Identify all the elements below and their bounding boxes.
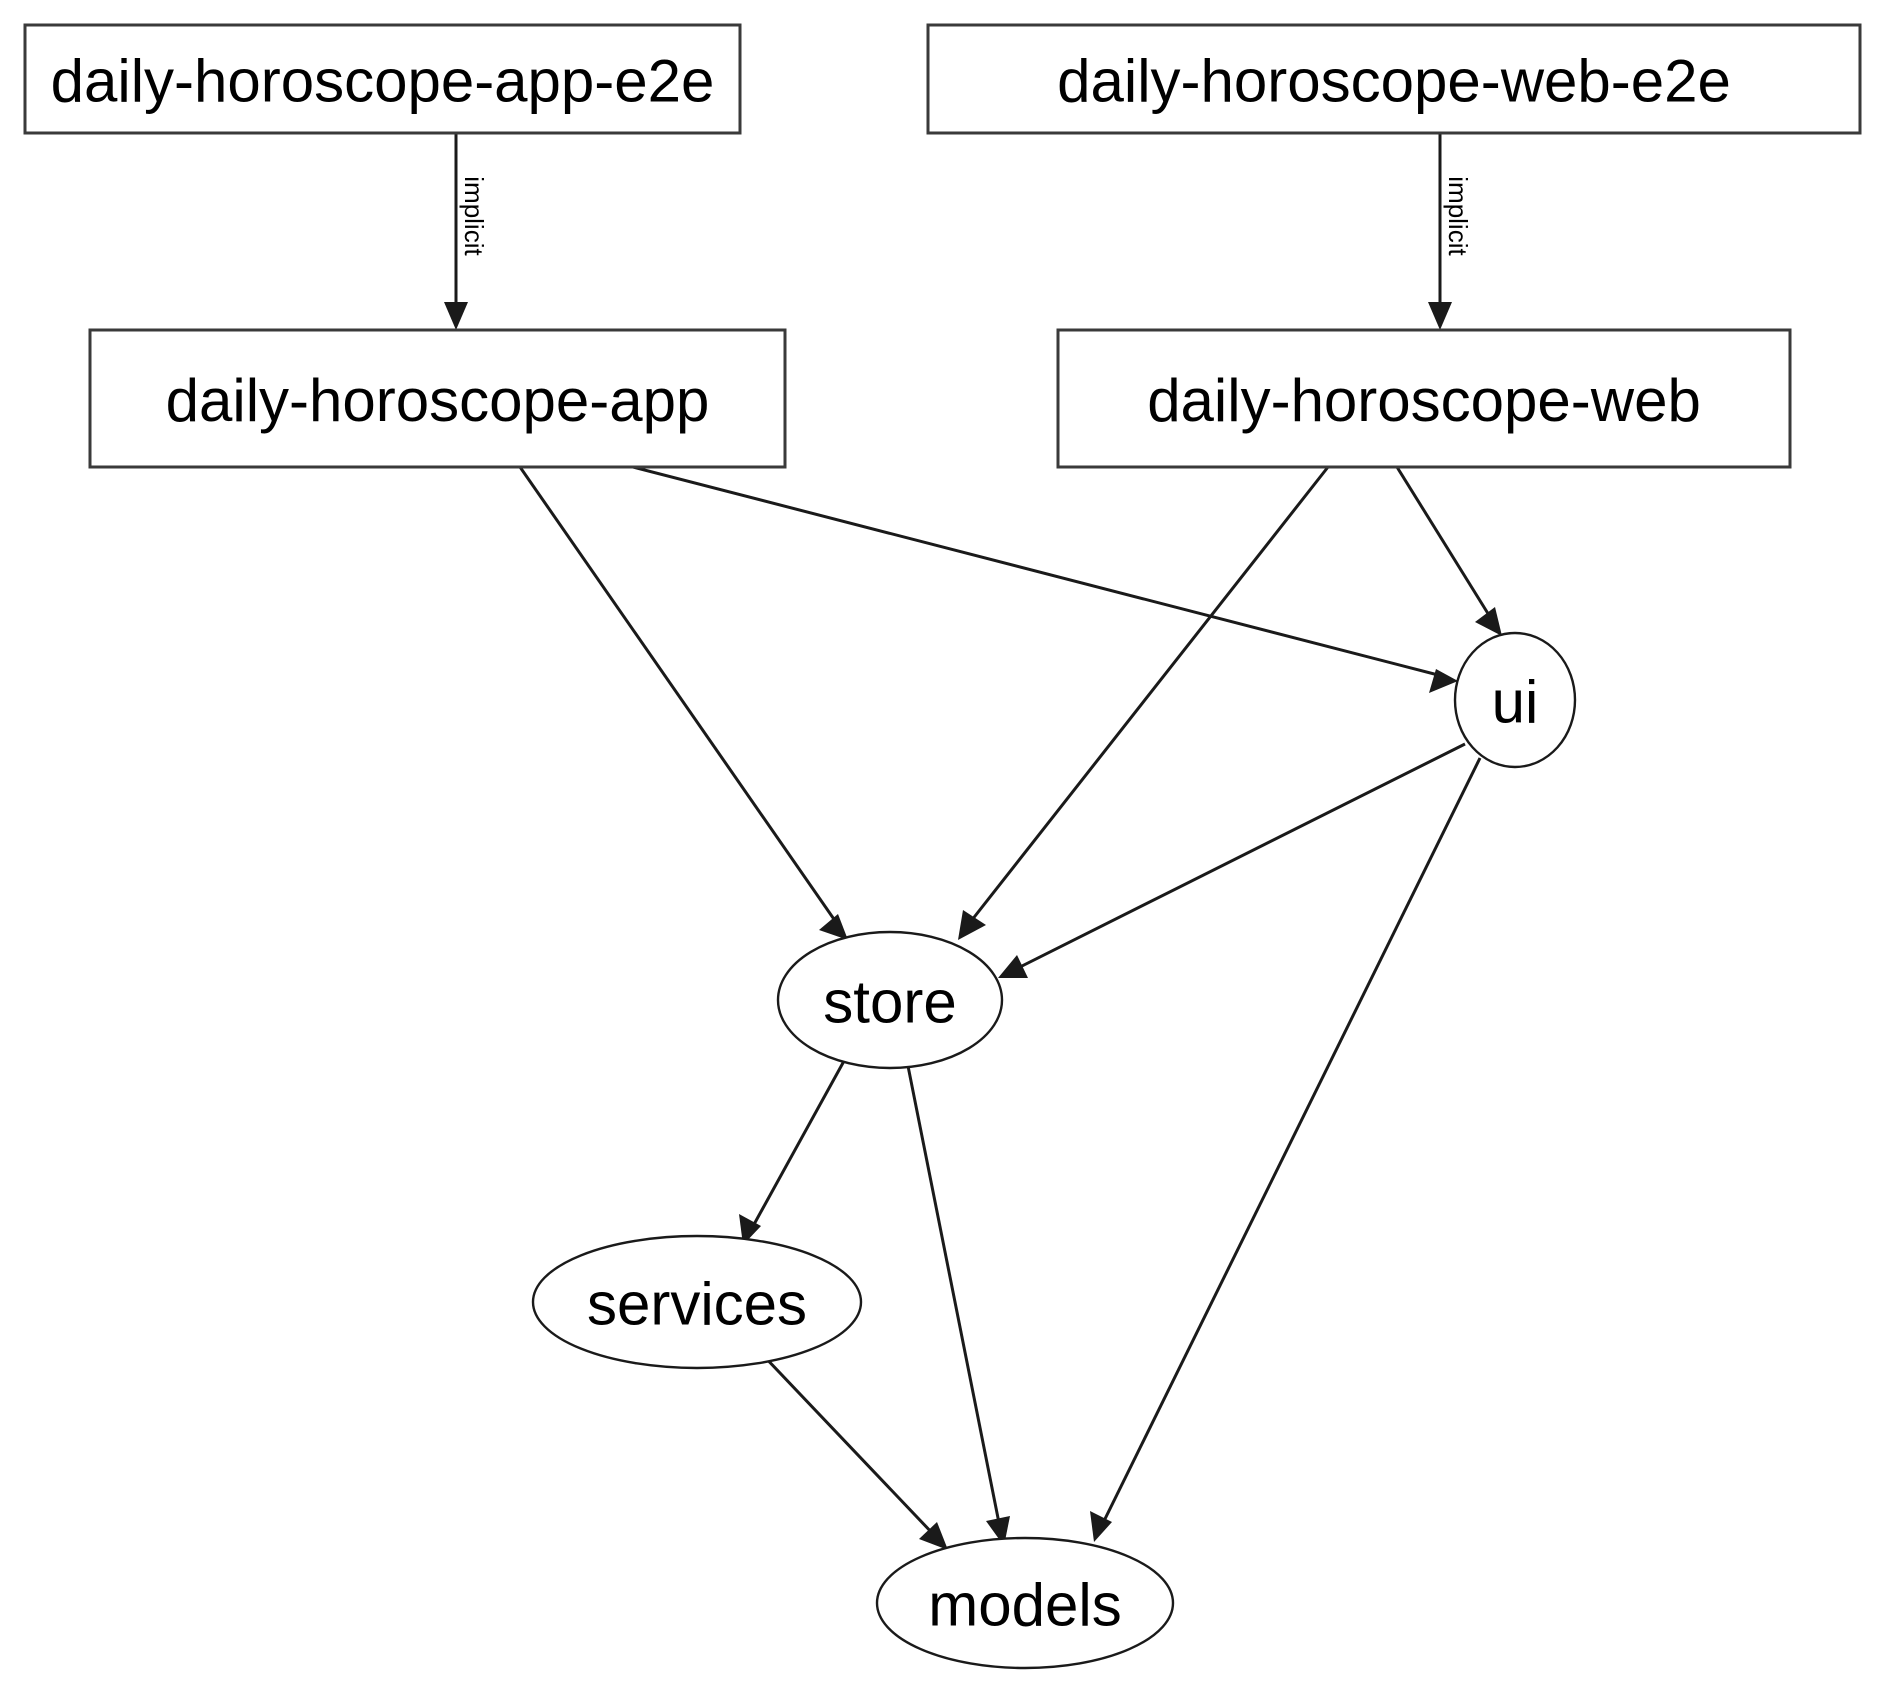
node-rect[interactable] [23,23,742,135]
arrowhead-icon [998,955,1028,978]
arrowhead-icon [1090,1511,1112,1542]
node-rect[interactable] [88,328,787,469]
edge-daily-horoscope-web-to-store [958,466,1330,940]
edge-label: implicit [1443,176,1473,256]
node-ellipse[interactable] [776,930,1004,1070]
edges-layer: implicit implicit [444,133,1502,1550]
node-label: store [823,969,956,1036]
node-models[interactable]: models [875,1536,1175,1670]
arrowhead-icon [1428,302,1452,330]
node-label: daily-horoscope-web-e2e [1057,48,1731,115]
nodes-layer: daily-horoscope-app-e2e daily-horoscope-w… [23,23,1862,1670]
node-label: daily-horoscope-app-e2e [51,48,715,115]
arrowhead-icon [739,1214,761,1245]
edge-daily-horoscope-web-e2e-to-daily-horoscope-web: implicit [1428,133,1473,330]
edge-line [750,1060,846,1229]
edge-daily-horoscope-app-to-store [518,466,848,940]
edge-line [518,466,840,926]
node-label: daily-horoscope-web [1147,367,1701,434]
node-daily-horoscope-web-e2e[interactable]: daily-horoscope-web-e2e [926,23,1862,135]
edge-store-to-models [906,1065,1010,1546]
node-rect[interactable] [1056,328,1792,469]
node-ellipse[interactable] [875,1536,1175,1670]
edge-label: implicit [459,176,489,256]
edge-daily-horoscope-web-to-ui [1395,466,1502,636]
arrowhead-icon [1475,607,1502,636]
arrowhead-icon [444,302,468,330]
arrowhead-icon [958,910,986,940]
node-daily-horoscope-web[interactable]: daily-horoscope-web [1056,328,1792,469]
edge-services-to-models [758,1350,948,1550]
edge-ui-to-models [1090,757,1482,1542]
edge-daily-horoscope-app-e2e-to-daily-horoscope-app: implicit [444,133,489,330]
node-label: daily-horoscope-app [166,367,710,434]
edge-line [966,466,1330,926]
node-store[interactable]: store [776,930,1004,1070]
edge-daily-horoscope-app-to-ui [632,465,1458,693]
node-label: models [928,1572,1121,1639]
node-label: ui [1492,669,1539,736]
edge-line [1013,742,1466,972]
edge-store-to-services [739,1060,846,1245]
edge-line [1395,466,1494,621]
node-services[interactable]: services [531,1234,863,1370]
edge-line [1100,757,1482,1526]
arrowhead-icon [819,914,848,940]
node-ellipse[interactable] [531,1234,863,1370]
edge-line [632,465,1443,678]
edge-line [906,1065,1002,1529]
edge-ui-to-store [998,742,1466,978]
node-daily-horoscope-app[interactable]: daily-horoscope-app [88,328,787,469]
node-rect[interactable] [926,23,1862,135]
node-label: services [587,1271,807,1338]
arrowhead-icon [919,1522,948,1550]
arrowhead-icon [1429,669,1458,693]
node-daily-horoscope-app-e2e[interactable]: daily-horoscope-app-e2e [23,23,742,135]
node-ellipse[interactable] [1453,631,1577,769]
node-ui[interactable]: ui [1453,631,1577,769]
edge-line [758,1350,937,1538]
